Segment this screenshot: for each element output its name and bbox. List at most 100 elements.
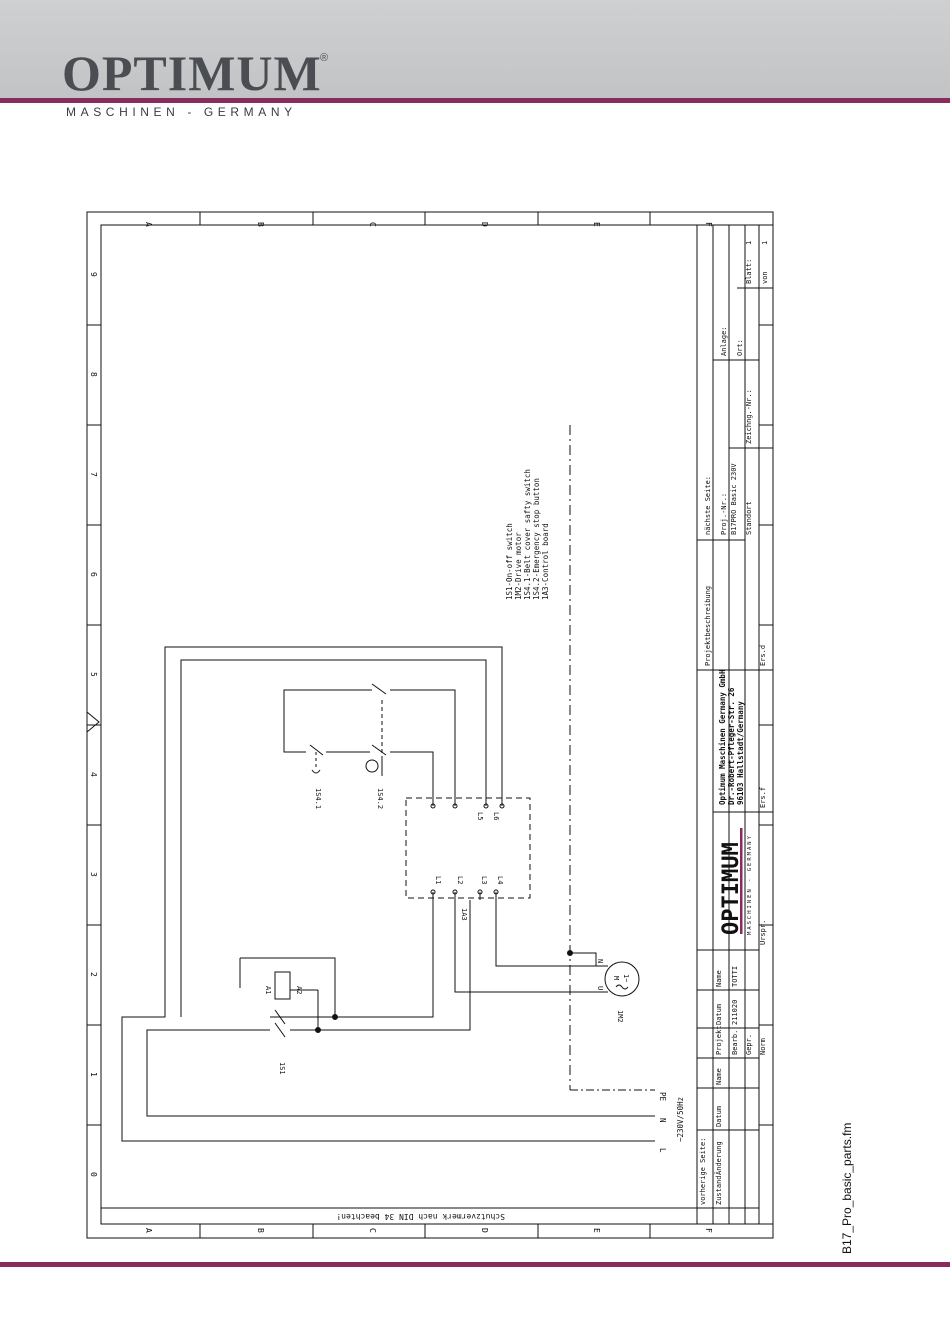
header-band	[0, 0, 950, 100]
junction-2	[315, 1027, 321, 1033]
tb-project-h: Projekt	[715, 1025, 723, 1055]
zone-2: 2	[89, 972, 98, 977]
tb-city: 96103 Hallstadt/Germany	[736, 701, 745, 805]
terminal-l3: L3	[480, 876, 488, 884]
coil-a1-label: A1	[264, 986, 272, 994]
motor-label: 1M2	[616, 1010, 624, 1023]
file-name-label: B17_Pro_basic_parts.fm	[840, 1122, 854, 1254]
tb-edited-date: 211020	[731, 1000, 739, 1025]
center-mark	[86, 711, 100, 733]
logo-tagline: MASCHINEN - GERMANY	[66, 105, 297, 119]
tb-edited-name: TOTTI	[731, 966, 739, 987]
zone-4: 4	[89, 772, 98, 777]
zone-ticks	[87, 212, 773, 1238]
drawing-outer-frame	[86, 211, 774, 1239]
zone-d-bottom: D	[480, 1228, 489, 1233]
motor-wires[interactable]	[335, 892, 608, 1018]
zone-5: 5	[89, 672, 98, 677]
tb-date-h: Datum	[715, 1106, 723, 1127]
zone-0: 0	[89, 1172, 98, 1177]
tb-drawing-no: Zeichng.-Nr.:	[745, 389, 753, 444]
supply-wires[interactable]	[121, 646, 655, 1142]
legend-line-3: 1S4.1-Belt cover safty switch	[523, 469, 532, 600]
zone-e-top: E	[592, 222, 601, 227]
zone-e-bottom: E	[592, 1228, 601, 1233]
tb-of: von	[761, 271, 769, 284]
zone-9: 9	[89, 272, 98, 277]
terminal-l2: L2	[456, 876, 464, 884]
logo-registered-mark: ®	[320, 52, 329, 64]
tb-street: Dr.-Robert-Pfleger-Str. 26	[727, 687, 736, 805]
tb-plant: Anlage:	[720, 326, 728, 356]
legend-line-4: 1S4.2-Emergency stop button	[532, 478, 541, 600]
motor-tilde	[615, 984, 629, 990]
pe-junction	[567, 950, 573, 956]
zone-8: 8	[89, 372, 98, 377]
zone-b-top: B	[256, 222, 265, 227]
main-switch-contacts[interactable]	[239, 957, 336, 1038]
board-label: 1A3	[460, 908, 468, 921]
safety-circuit-wires[interactable]	[283, 683, 456, 806]
tb-sheet-no: 1	[745, 241, 753, 245]
tb-next-page: nächste Seite:	[704, 476, 712, 535]
tb-project-desc: Projektbeschreibung	[704, 586, 712, 666]
board-terminals	[430, 803, 505, 895]
tb-change: Änderung	[714, 1141, 723, 1175]
tb-logo-bar	[740, 828, 743, 934]
tb-logo-word: OPTIMUM	[719, 842, 744, 935]
supply-l: L	[658, 1148, 667, 1153]
legend: 1S1-On-off switch 1M2-Drive motor 1S4.1-…	[505, 469, 550, 600]
zone-1: 1	[89, 1072, 98, 1077]
drawing-inner-frame	[100, 224, 774, 1225]
tb-proj-no: B17PRO Basic 230V	[730, 463, 738, 535]
title-block-logo: OPTIMUM MASCHINEN - GERMANY	[719, 828, 753, 935]
footer-accent-line	[0, 1262, 950, 1267]
zone-7: 7	[89, 472, 98, 477]
motor-n: N	[596, 959, 604, 963]
coil-a2-label: A2	[295, 986, 303, 994]
terminal-l4: L4	[496, 876, 504, 884]
zone-f-top: F	[704, 222, 713, 227]
zone-b-bottom: B	[256, 1228, 265, 1233]
zone-c-bottom: C	[368, 1228, 377, 1233]
zone-a-bottom: A	[144, 1228, 153, 1233]
tb-date2-h: Datum	[715, 1004, 723, 1025]
header-accent-line	[0, 98, 950, 103]
coil-box[interactable]	[274, 971, 291, 1000]
legend-line-1: 1S1-On-off switch	[505, 523, 514, 600]
motor-u: U	[596, 986, 604, 990]
emergency-stop-label: 1S4.2	[376, 788, 384, 809]
tb-name-h: Name	[715, 1068, 723, 1085]
legend-line-5: 1A3-Control board	[541, 523, 550, 600]
tb-of-no: 1	[761, 241, 769, 245]
tb-prev-page: vorherige Seite:	[699, 1138, 707, 1205]
supply-n: N	[658, 1118, 667, 1123]
tb-site: Standort	[745, 501, 753, 535]
tb-company: Optimum Maschinen Germany GmbH	[718, 669, 727, 805]
switch-label: 1S1	[278, 1062, 286, 1075]
motor-symbol[interactable]	[604, 961, 640, 997]
zone-f-bottom: F	[704, 1228, 713, 1233]
title-block-lines	[696, 225, 773, 1224]
terminal-l6: L6	[492, 812, 500, 820]
legend-line-2: 1M2-Drive motor	[514, 532, 523, 600]
tb-ers-f: Ers.f	[759, 787, 767, 808]
tb-location: Ort:	[736, 339, 744, 356]
tb-sheet: Blatt:	[745, 259, 753, 284]
tb-proj-no-label: Proj.-Nr.:	[720, 493, 728, 535]
logo-wordmark: OPTIMUM	[62, 45, 322, 101]
zone-d-top: D	[480, 222, 489, 227]
zone-c-top: C	[368, 222, 377, 227]
zone-3: 3	[89, 872, 98, 877]
zone-a-top: A	[144, 222, 153, 227]
tb-checked: Gepr.	[745, 1034, 753, 1055]
tb-logo-sub: MASCHINEN - GERMANY	[747, 834, 753, 935]
tb-state: Zustand	[715, 1175, 723, 1205]
tb-name2-h: Name	[715, 970, 723, 987]
tb-norm: Norm	[759, 1038, 767, 1055]
optimum-logo: OPTIMUM ® MASCHINEN - GERMANY	[62, 45, 328, 119]
control-board-box[interactable]	[405, 797, 531, 899]
terminal-l5: L5	[476, 812, 484, 820]
tb-edited: Bearb.	[731, 1030, 739, 1055]
